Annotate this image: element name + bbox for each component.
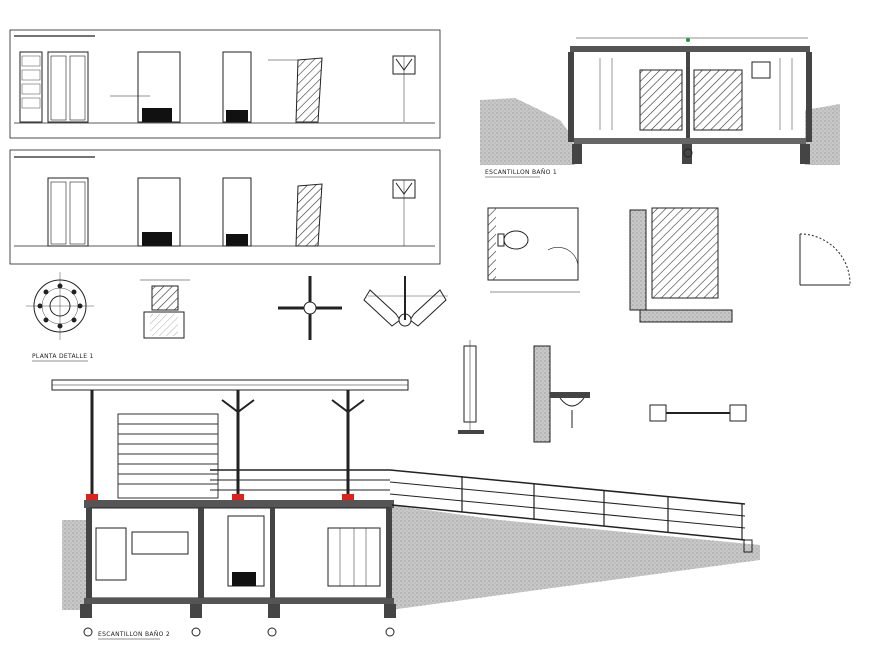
column-base-detail — [140, 279, 190, 339]
planta-detalle-1: PLANTA DETALLE 1 — [26, 272, 94, 362]
door-elevations-panel-bottom — [9, 149, 441, 265]
section-bano-2: ESCANTILLON BAÑO 2 — [51, 379, 760, 640]
door-elevations-panel-top — [9, 29, 441, 139]
door-swing-detail — [799, 233, 851, 286]
section-bano-1: ESCANTILLON BAÑO 1 — [480, 37, 840, 178]
escantillon-1-label: ESCANTILLON BAÑO 1 — [485, 169, 557, 176]
planta-detalle-label: PLANTA DETALLE 1 — [32, 353, 94, 360]
wall-hatch-detail — [629, 207, 733, 323]
pipe-support-detail — [458, 340, 484, 434]
escantillon-2-label: ESCANTILLON BAÑO 2 — [98, 631, 170, 638]
frame-section-detail — [649, 404, 747, 422]
beam-connection-detail — [278, 276, 448, 340]
sink-section-detail — [533, 345, 590, 443]
toilet-plan-detail — [487, 207, 580, 293]
